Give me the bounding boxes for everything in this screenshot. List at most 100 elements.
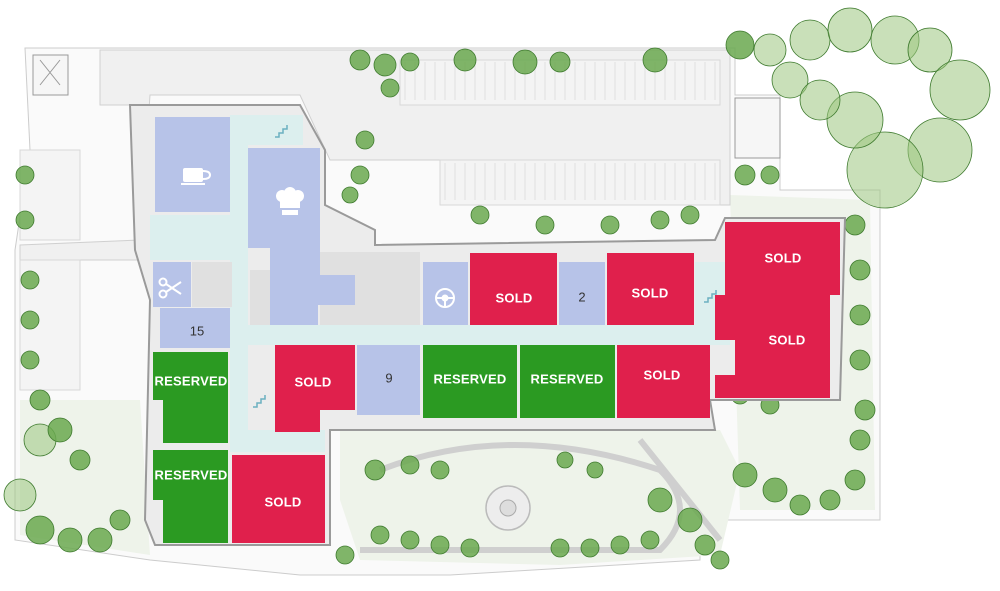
tree [650,210,670,230]
unit-sold[interactable]: SOLD [617,345,710,418]
cafe-room [155,117,230,212]
unit-sold[interactable]: SOLD [715,295,830,398]
tree [400,455,420,475]
unit-available[interactable]: 2 [559,262,605,325]
tree [846,131,924,209]
tree [799,79,841,121]
tree [827,7,873,53]
tree [460,538,480,558]
tree [680,205,700,225]
tree [349,49,371,71]
car-service-room [423,262,468,325]
unit-shape[interactable] [520,345,615,418]
coffee-cup-icon [181,168,212,185]
service-building [734,97,781,159]
unit-label: SOLD [644,367,681,382]
tree [600,215,620,235]
unit-shape[interactable] [153,352,228,443]
tree [400,52,420,72]
tree [355,130,375,150]
restaurant-room [248,148,355,325]
unit-shape[interactable] [559,262,605,325]
service-area-hatched-3 [250,270,270,325]
unit-label: RESERVED [155,467,228,482]
unit-label: 2 [578,289,585,304]
tree [844,469,866,491]
tree [844,214,866,236]
trees [3,7,991,570]
tree [109,509,131,531]
unit-label: RESERVED [434,371,507,386]
unit-available[interactable]: 15 [160,308,230,348]
tree [350,165,370,185]
tree [364,459,386,481]
unit-sold[interactable]: SOLD [232,455,325,543]
garden-path-loop [360,442,683,553]
lobby-top [248,115,303,145]
parking-lot-north [399,59,721,106]
unit-label: RESERVED [155,373,228,388]
unit-label: SOLD [265,494,302,509]
tree [87,527,113,553]
unit-reserved[interactable]: RESERVED [153,352,228,443]
tree [762,477,788,503]
tree [370,525,390,545]
tree [47,417,73,443]
salon-room [153,262,191,307]
unit-shape[interactable] [423,345,517,418]
unit-shape[interactable] [470,253,557,325]
unit-shape[interactable] [607,253,694,325]
tree [20,270,40,290]
tree [849,349,871,371]
unit-label: SOLD [496,290,533,305]
unit-sold[interactable]: SOLD [607,253,694,325]
unit-label: RESERVED [531,371,604,386]
unit-shape[interactable] [617,345,710,418]
tree [819,489,841,511]
tree [580,538,600,558]
unit-sold[interactable]: SOLD [470,253,557,325]
unit-label: 9 [385,370,392,385]
unit-available[interactable]: 9 [357,345,420,415]
tree [642,47,668,73]
stairs-icon [253,395,266,408]
tree [57,527,83,553]
unit-reserved[interactable]: RESERVED [423,345,517,418]
gatehouse [32,54,69,96]
stairs-icon [275,125,288,138]
tree [20,310,40,330]
tree [826,91,884,149]
tree [535,215,555,235]
tree [753,33,787,67]
unit-shape[interactable] [725,222,840,295]
tree [373,53,397,77]
unit-reserved[interactable]: RESERVED [520,345,615,418]
unit-sold[interactable]: SOLD [275,345,355,432]
tree [549,51,571,73]
unit-shape[interactable] [357,345,420,415]
tree [341,186,359,204]
garden-rotunda [485,485,531,531]
tree [789,19,831,61]
unit-shape[interactable] [232,455,325,543]
unit-shape[interactable] [160,308,230,348]
tree [15,165,35,185]
tree [550,538,570,558]
tree [677,507,703,533]
service-area-hatched-2 [192,262,232,307]
tree [694,534,716,556]
chef-hat-icon [276,187,304,215]
tree [725,30,755,60]
unit-shape[interactable] [275,345,355,432]
tree [647,487,673,513]
unit-shape[interactable] [153,450,228,543]
unit-reserved[interactable]: RESERVED [153,450,228,543]
unit-shape[interactable] [715,295,830,398]
gatehouse-cross [39,59,61,86]
unit-sold[interactable]: SOLD [725,222,840,295]
scissors-icon [158,277,182,299]
tree [929,59,991,121]
steering-wheel-icon [435,288,455,308]
tree [789,494,811,516]
